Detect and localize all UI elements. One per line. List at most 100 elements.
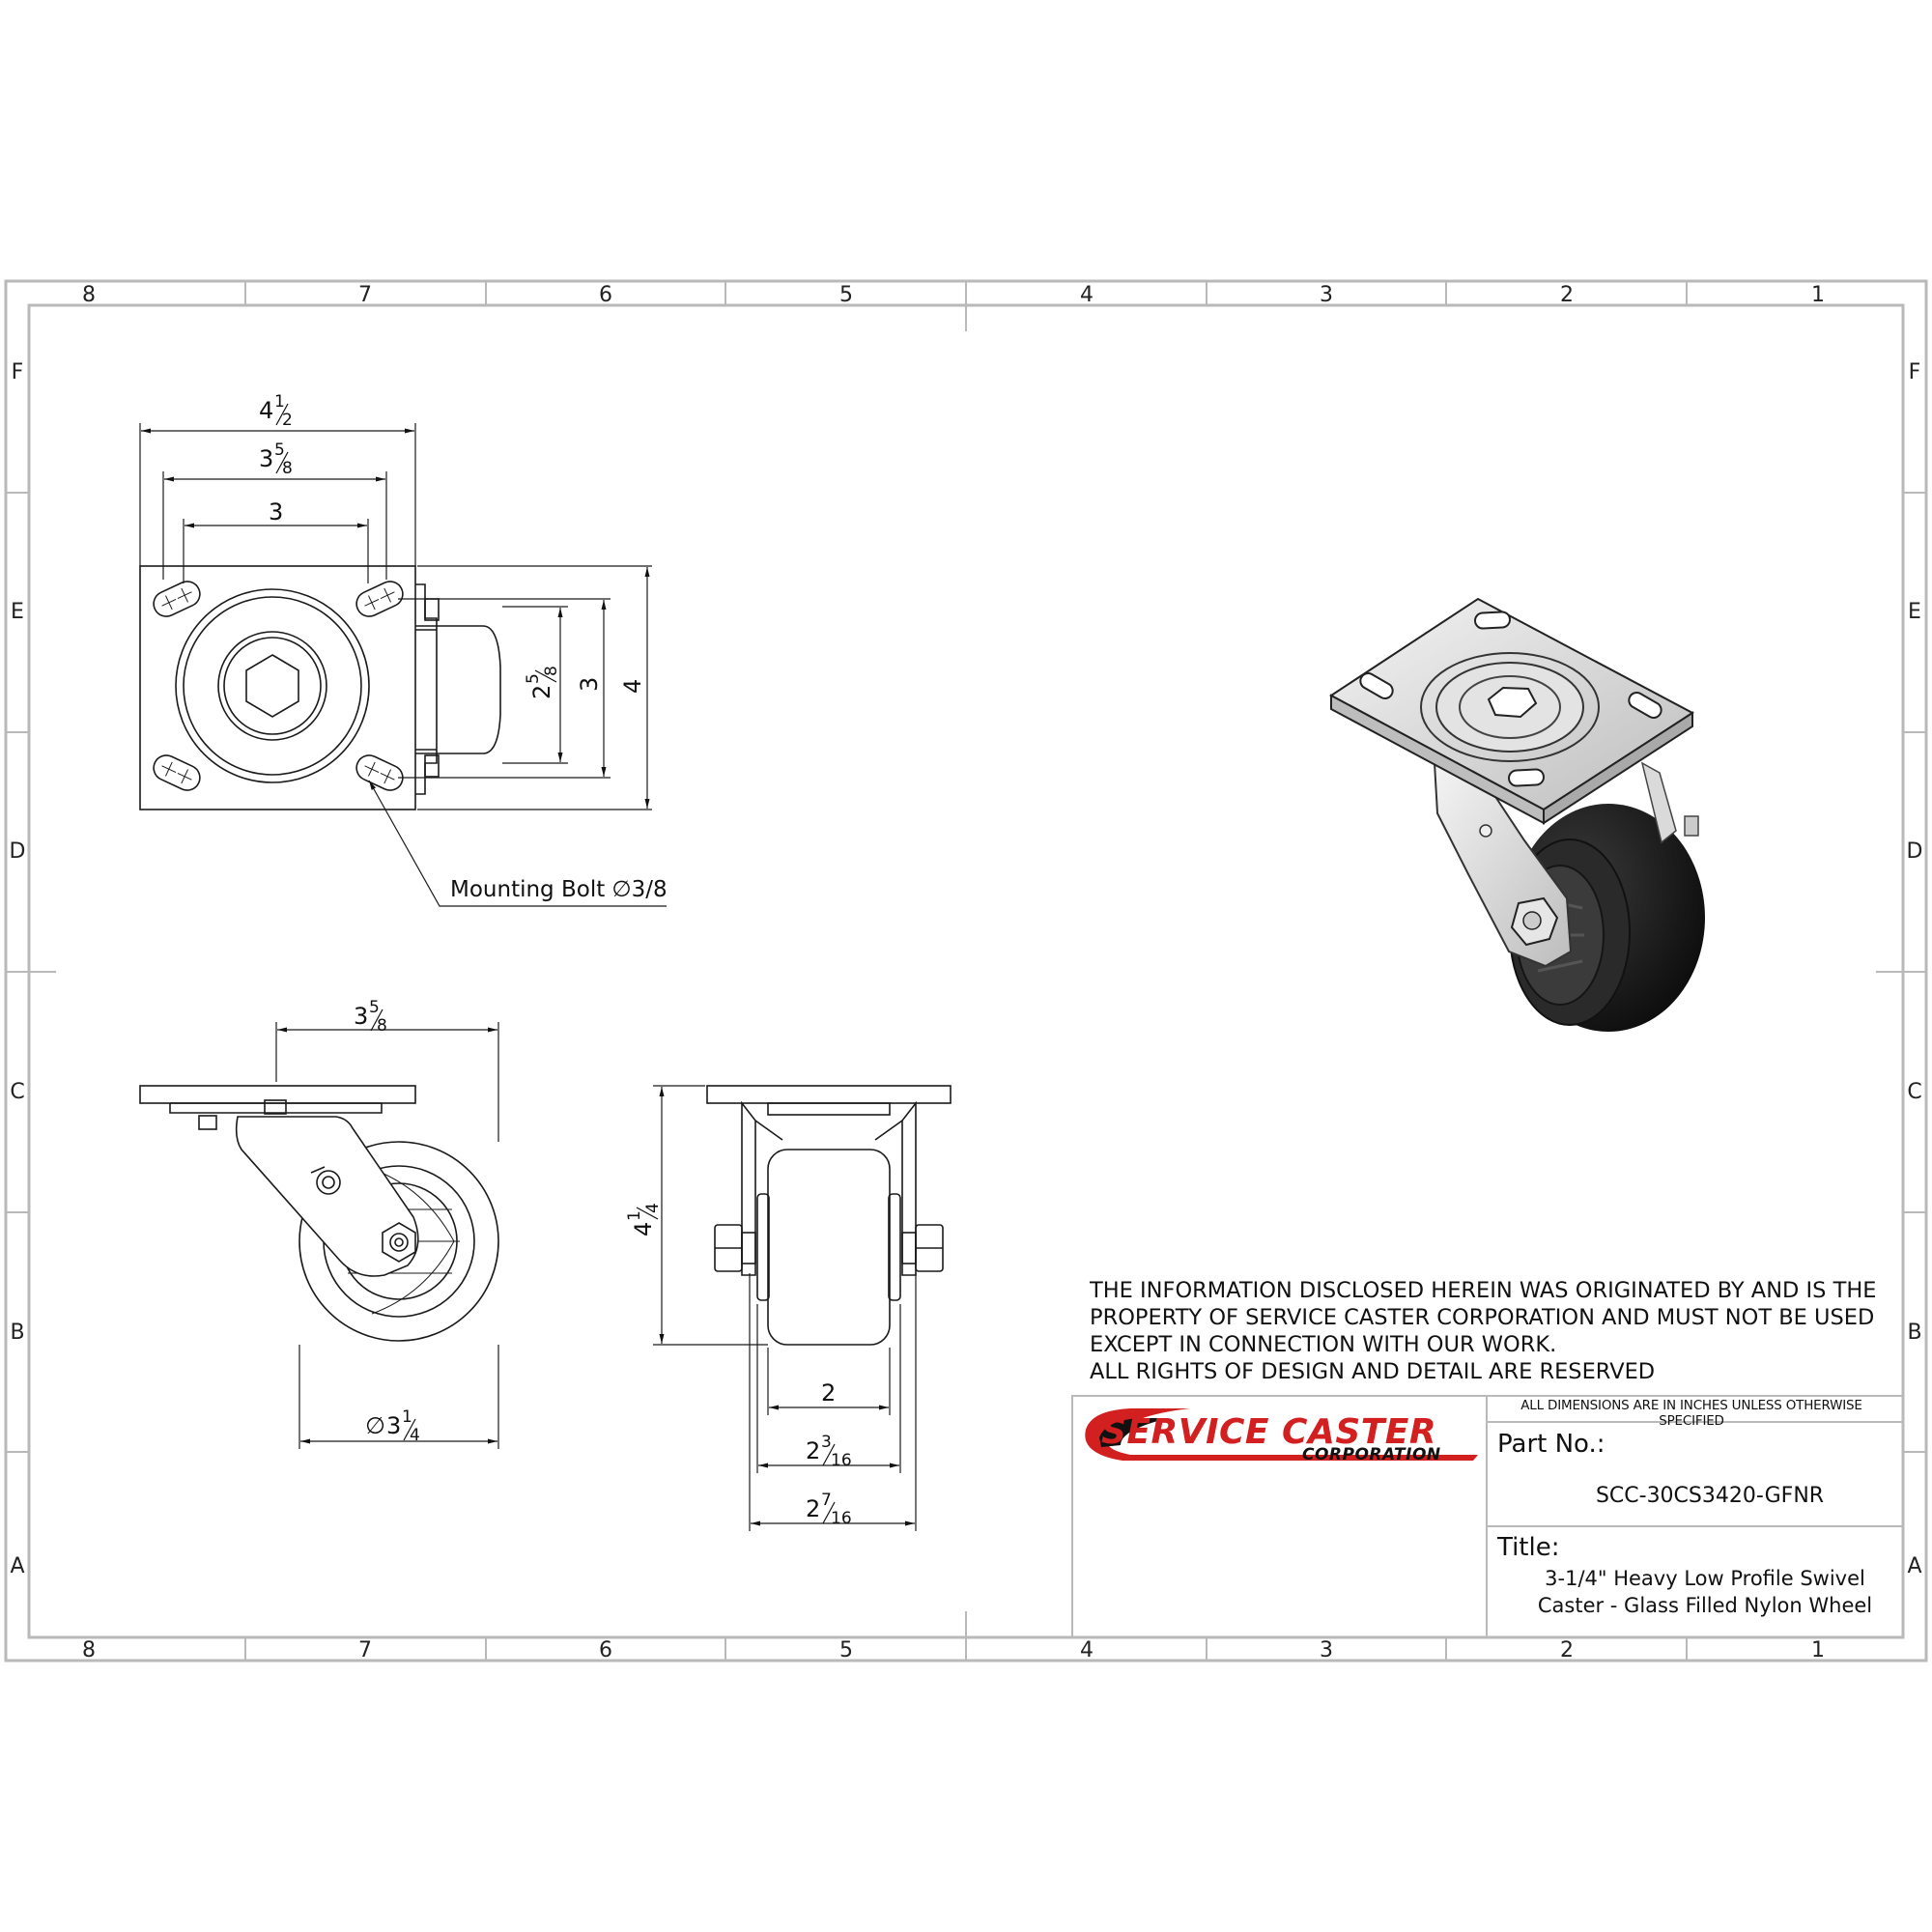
zone-col-4: 4	[1080, 283, 1094, 307]
kingpin-hex-nut	[245, 654, 299, 718]
dim-hub-width-den: 16	[831, 1451, 852, 1470]
dim-wheel-diameter-den: 4	[410, 1426, 420, 1445]
dim-bolt-outer-height: 3	[576, 677, 603, 692]
zone-row-f-right: F	[1909, 360, 1921, 384]
dim-wheel-diameter-whole: 3	[386, 1412, 401, 1439]
dim-wheel-diameter-num: 1	[402, 1407, 412, 1427]
zone-col-5: 5	[839, 283, 853, 307]
iso-slot-top	[1474, 611, 1511, 630]
dim-wheel-diameter-symbol: ∅	[365, 1412, 385, 1439]
dim-kingpin-offset-num: 5	[369, 998, 380, 1017]
zone-col-8: 8	[82, 283, 96, 307]
zone-labels-top: 8 7 6 5 4 3 2 1	[82, 283, 1825, 307]
dim-overall-width-whole: 2	[806, 1495, 820, 1522]
zone-labels-bottom: 8 7 6 5 4 3 2 1	[82, 1638, 1825, 1662]
bolt-slot-top-left	[153, 581, 201, 617]
front-fork-right	[901, 1100, 917, 1276]
units-note: ALL DIMENSIONS ARE IN INCHES UNLESS OTHE…	[1520, 1398, 1862, 1429]
dim-bolt-outer-den: 8	[282, 459, 293, 478]
dim-bolt-inner-width: 3	[269, 498, 283, 526]
dim-bolt-inner-height-num: 5	[524, 673, 543, 684]
front-view-dim-labels: 4 1 4 2 2 3 16 2 7 16	[625, 1203, 852, 1528]
dim-plate-width-den: 2	[282, 411, 293, 430]
side-view-dimensions	[275, 1022, 499, 1449]
dim-bolt-outer-num: 5	[274, 440, 285, 460]
dim-plate-height: 4	[619, 679, 646, 694]
top-view	[139, 565, 501, 810]
top-view-dimensions	[139, 423, 667, 907]
zone-labels-left: F E D C B A	[10, 360, 26, 1578]
zone-col-3: 3	[1320, 283, 1333, 307]
part-title-line-2: Caster - Glass Filled Nylon Wheel	[1537, 1594, 1873, 1617]
front-top-plate	[706, 1085, 952, 1104]
dim-overall-height-whole: 4	[630, 1222, 657, 1236]
dim-hub-width-num: 3	[821, 1433, 832, 1452]
company-logo-main: SERVICE CASTER	[1101, 1412, 1437, 1452]
side-view-dim-labels: 3 5 8 ∅ 3 1 4	[354, 998, 420, 1445]
dim-plate-width-num: 1	[274, 392, 285, 412]
bolt-slot-bottom-right	[355, 754, 404, 791]
dim-overall-width-num: 7	[821, 1491, 832, 1510]
zone-row-a: A	[10, 1554, 24, 1578]
isometric-caster-render	[1329, 597, 1705, 1032]
top-view-fork	[415, 583, 438, 795]
zone-row-c-right: C	[1907, 1080, 1921, 1104]
dim-hub-width-whole: 2	[806, 1437, 820, 1464]
zone-col-8-bottom: 8	[82, 1638, 96, 1662]
dim-kingpin-offset-whole: 3	[354, 1003, 368, 1030]
notice-line-2: PROPERTY OF SERVICE CASTER CORPORATION A…	[1090, 1305, 1875, 1330]
dim-bolt-outer-whole: 3	[259, 445, 273, 472]
zone-col-6: 6	[599, 283, 612, 307]
zone-row-b-right: B	[1907, 1321, 1921, 1345]
zone-col-2-bottom: 2	[1560, 1638, 1574, 1662]
side-view	[139, 1085, 499, 1342]
iso-kingpin-nut	[1487, 686, 1538, 719]
front-fork-left	[741, 1100, 756, 1276]
bolt-slot-top-right	[355, 581, 404, 617]
proprietary-notice: THE INFORMATION DISCLOSED HEREIN WAS ORI…	[1090, 1277, 1891, 1385]
bolt-slot-bottom-left	[153, 754, 201, 791]
iso-slot-right	[1628, 692, 1662, 719]
mounting-bolt-callout: Mounting Bolt ∅3/8	[450, 877, 668, 902]
company-logo-sub: CORPORATION	[1302, 1445, 1441, 1464]
zone-col-7: 7	[358, 283, 372, 307]
raceway-outer	[175, 588, 370, 783]
notice-line-1: THE INFORMATION DISCLOSED HEREIN WAS ORI…	[1090, 1278, 1877, 1303]
top-plate-outline	[139, 565, 416, 810]
zone-row-d: D	[10, 839, 26, 864]
dim-overall-width-den: 16	[831, 1509, 852, 1528]
notice-line-4: ALL RIGHTS OF DESIGN AND DETAIL ARE RESE…	[1090, 1359, 1656, 1384]
zone-col-3-bottom: 3	[1320, 1638, 1333, 1662]
zone-row-c: C	[10, 1080, 24, 1104]
zone-row-d-right: D	[1907, 839, 1923, 864]
side-fork-leg	[235, 1116, 419, 1277]
zone-col-4-bottom: 4	[1080, 1638, 1094, 1662]
zone-row-e: E	[11, 600, 24, 624]
zone-labels-right: F E D C B A	[1907, 360, 1923, 1578]
notice-line-3: EXCEPT IN CONNECTION WITH OUR WORK.	[1090, 1332, 1557, 1357]
logo-swoosh	[1085, 1408, 1478, 1461]
zone-row-f: F	[12, 360, 24, 384]
zone-row-e-right: E	[1908, 600, 1921, 624]
title-label: Title:	[1497, 1533, 1560, 1562]
zone-col-7-bottom: 7	[358, 1638, 372, 1662]
zone-col-6-bottom: 6	[599, 1638, 612, 1662]
part-no-label: Part No.:	[1497, 1430, 1605, 1459]
zone-col-1: 1	[1811, 283, 1825, 307]
dim-wheel-width: 2	[821, 1379, 836, 1406]
part-title-line-1: 3-1/4" Heavy Low Profile Swivel	[1545, 1567, 1865, 1590]
top-view-dim-labels: 4 1 2 3 5 8 3 2 5 8 3 4	[259, 392, 646, 699]
dim-bolt-inner-height-whole: 2	[528, 685, 555, 699]
dim-overall-height-num: 1	[625, 1210, 644, 1221]
dim-plate-width-whole: 4	[259, 397, 273, 424]
title-block	[1071, 1395, 1904, 1638]
zone-col-5-bottom: 5	[839, 1638, 853, 1662]
front-wheel	[767, 1149, 891, 1346]
zone-col-2: 2	[1560, 283, 1574, 307]
zone-col-1-bottom: 1	[1811, 1638, 1825, 1662]
front-view	[706, 1085, 952, 1346]
iso-slot-bottom	[1508, 768, 1545, 787]
side-wheel-outer	[298, 1141, 499, 1342]
front-view-dimensions	[653, 1085, 917, 1531]
